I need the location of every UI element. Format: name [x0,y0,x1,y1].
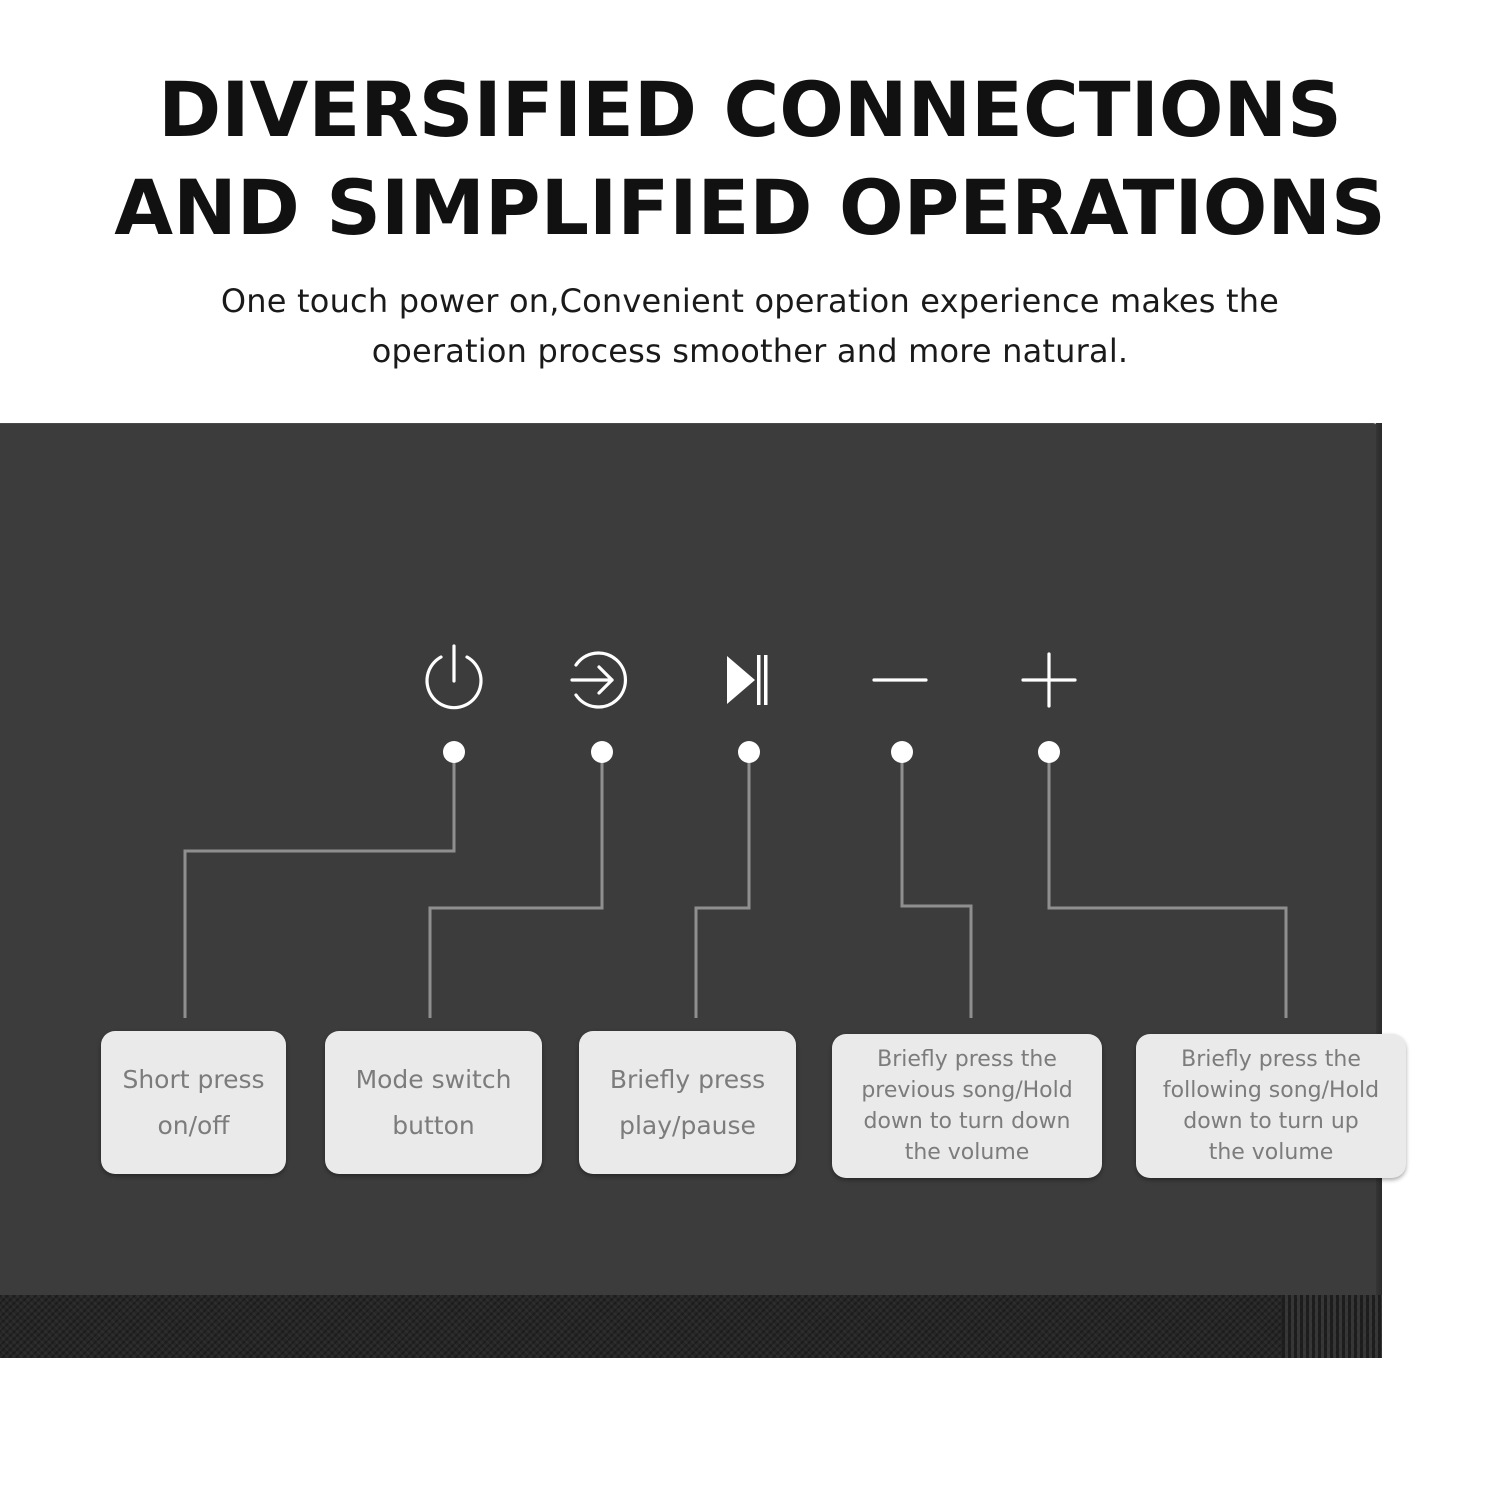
power-icon[interactable] [425,644,483,710]
label-plus: Briefly press the following song/Hold do… [1136,1034,1406,1178]
label-mode-switch-line: Mode switch [355,1064,512,1094]
connector-lines [183,752,1288,1018]
headline-line-1: DIVERSIFIED CONNECTIONS [158,65,1342,154]
connector-line-minus [900,752,973,1018]
indicator-dot [738,741,760,763]
subtitle-line-2: operation process smoother and more natu… [371,332,1129,370]
indicator-dot [591,741,613,763]
play-pause-icon[interactable] [727,655,768,705]
label-plus-line: down to turn up [1183,1109,1359,1134]
connector-line-play-pause [694,752,751,1018]
label-minus-line: Briefly press the [877,1047,1057,1072]
label-play-pause-line: play/pause [619,1110,756,1140]
indicator-dot [1038,741,1060,763]
label-plus-line: Briefly press the [1181,1047,1361,1072]
label-play-pause: Briefly press play/pause [579,1031,796,1174]
plus-icon[interactable] [1021,652,1077,708]
label-plus-line: following song/Hold [1162,1078,1380,1103]
grille-edge [1282,1295,1382,1358]
label-minus-line: down to turn down [863,1109,1071,1134]
connector-line-plus [1047,752,1288,1018]
label-power-line: on/off [157,1110,230,1140]
label-play-pause-line: Briefly press [609,1064,766,1094]
label-plus-line: the volume [1208,1140,1334,1165]
subtitle-line-1: One touch power on,Convenient operation … [220,282,1280,320]
indicator-dot [443,741,465,763]
label-minus: Briefly press the previous song/Hold dow… [832,1034,1102,1178]
headline-line-2: AND SIMPLIFIED OPERATIONS [114,163,1386,252]
input-mode-icon[interactable] [570,651,628,709]
label-mode-switch-line: button [392,1110,475,1140]
indicator-dots [443,741,1060,763]
indicator-dot [891,741,913,763]
connector-line-power [183,752,456,1018]
label-minus-line: previous song/Hold [861,1078,1073,1103]
label-power: Short press on/off [101,1031,286,1174]
speaker-grille [0,1295,1382,1358]
label-minus-line: the volume [904,1140,1030,1165]
connector-line-mode [428,752,604,1018]
label-power-line: Short press [122,1064,265,1094]
label-mode-switch: Mode switch button [325,1031,542,1174]
